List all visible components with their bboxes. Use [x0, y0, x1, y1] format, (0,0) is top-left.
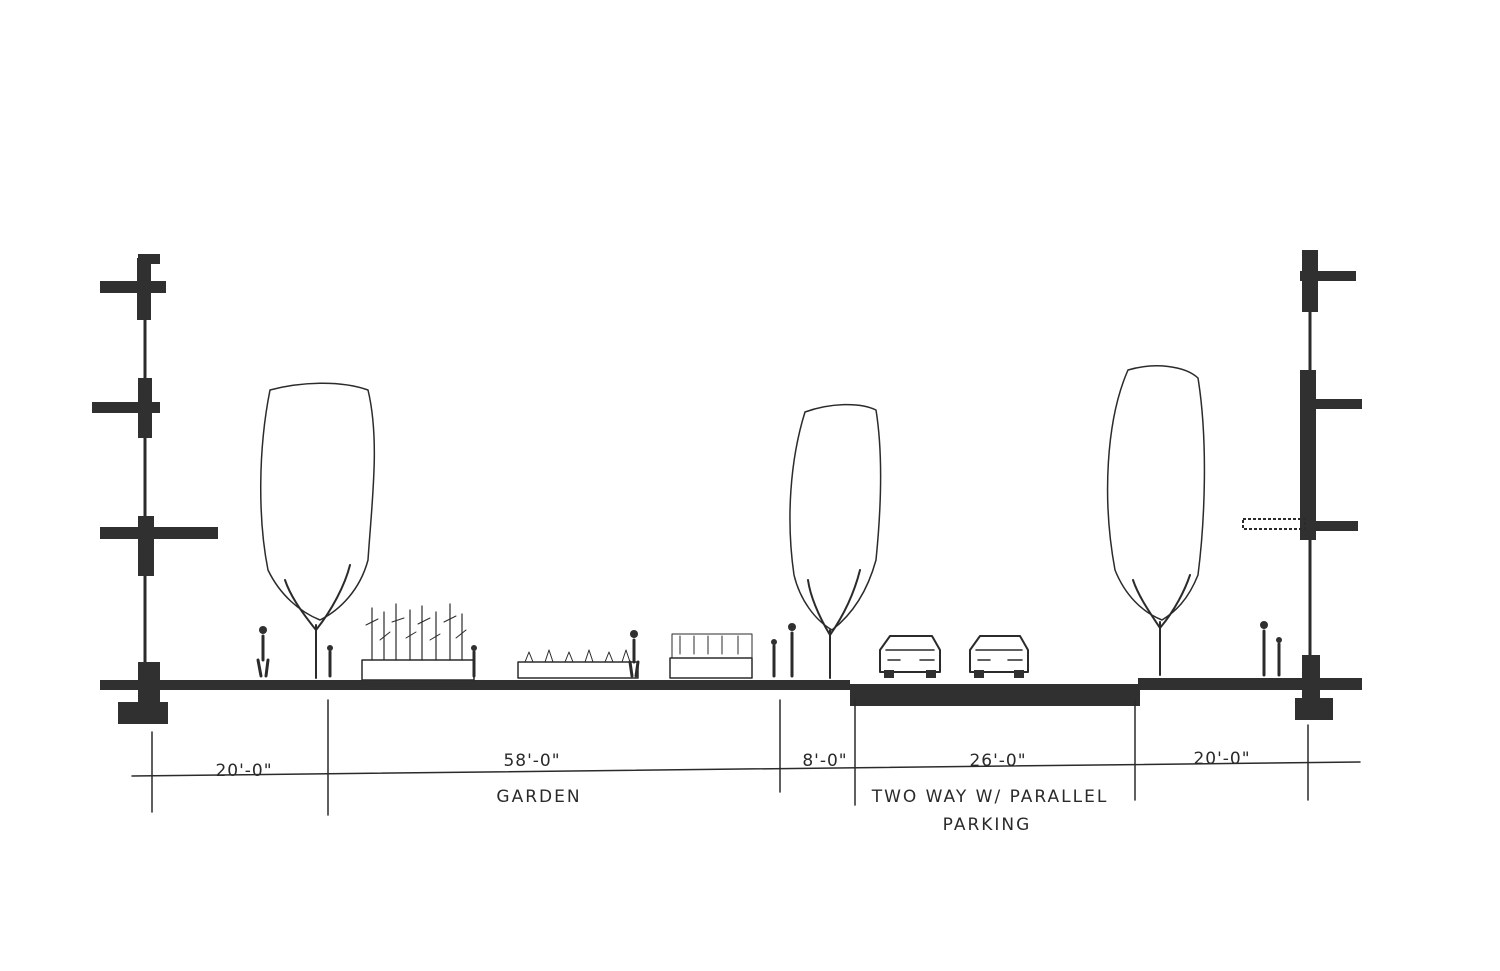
person-figures [256, 621, 1282, 678]
dimension-right-sidewalk: 20'-0" [1193, 749, 1250, 769]
dimension-planting-strip: 8'-0" [802, 751, 847, 771]
ground-line [100, 678, 1362, 706]
dimension-lines [131, 699, 1361, 816]
hedge-planter [669, 633, 753, 679]
dimension-left-sidewalk: 20'-0" [215, 761, 272, 781]
tree-right [1106, 365, 1206, 676]
label-roadway-line2: PARKING [943, 815, 1032, 835]
label-roadway-line1: TWO WAY W/ PARALLEL [871, 787, 1109, 807]
right-building [1242, 250, 1362, 720]
dimension-garden: 58'-0" [503, 751, 560, 771]
car-left [879, 635, 941, 678]
left-building [92, 254, 218, 724]
tall-planter [361, 603, 475, 681]
low-planter [517, 649, 639, 679]
dimension-roadway: 26'-0" [969, 751, 1026, 771]
car-right [969, 635, 1029, 678]
label-garden: GARDEN [496, 787, 581, 807]
tree-middle [789, 403, 882, 679]
tree-left [260, 382, 376, 679]
